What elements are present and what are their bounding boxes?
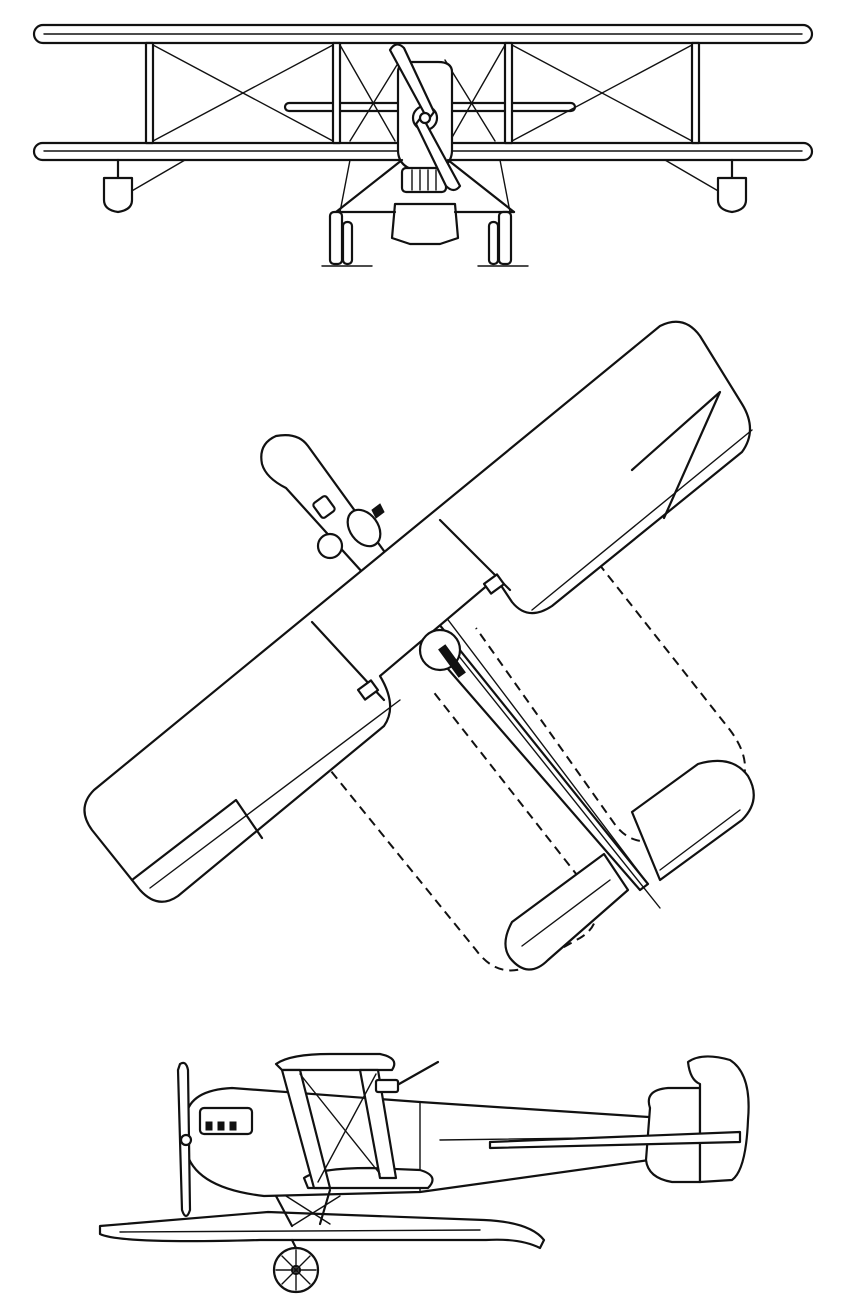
plan-upper-wing <box>83 320 753 903</box>
plan-left-aileron <box>130 798 264 882</box>
front-left-float <box>321 210 373 267</box>
side-main-float <box>98 1210 546 1250</box>
side-interplane-struts <box>280 1068 398 1190</box>
side-engine-cowling <box>198 1106 254 1136</box>
front-propeller <box>388 43 462 192</box>
side-float-struts <box>274 1188 341 1228</box>
front-interplane-struts <box>144 41 701 145</box>
side-tail-fin-rudder <box>644 1055 750 1184</box>
plan-view <box>83 320 755 972</box>
plan-center-section <box>310 518 512 702</box>
plan-cockpit-gun-ring <box>418 628 466 678</box>
side-beaching-wheel <box>272 1238 320 1294</box>
side-machine-gun <box>374 1060 440 1094</box>
side-propeller <box>176 1061 193 1218</box>
front-left-wingtip-float <box>102 158 186 214</box>
front-radiator-float <box>390 202 460 246</box>
front-right-float <box>477 210 529 267</box>
front-upper-wing <box>32 23 814 45</box>
side-view <box>98 1052 750 1294</box>
plan-tailplane <box>504 759 755 971</box>
side-tailplane <box>488 1130 742 1150</box>
front-right-wingtip-float <box>664 158 748 214</box>
plan-right-aileron <box>630 390 722 520</box>
front-float-struts <box>334 158 516 214</box>
plan-engine <box>312 495 385 560</box>
side-upper-wing <box>274 1052 396 1072</box>
front-view <box>32 23 814 267</box>
